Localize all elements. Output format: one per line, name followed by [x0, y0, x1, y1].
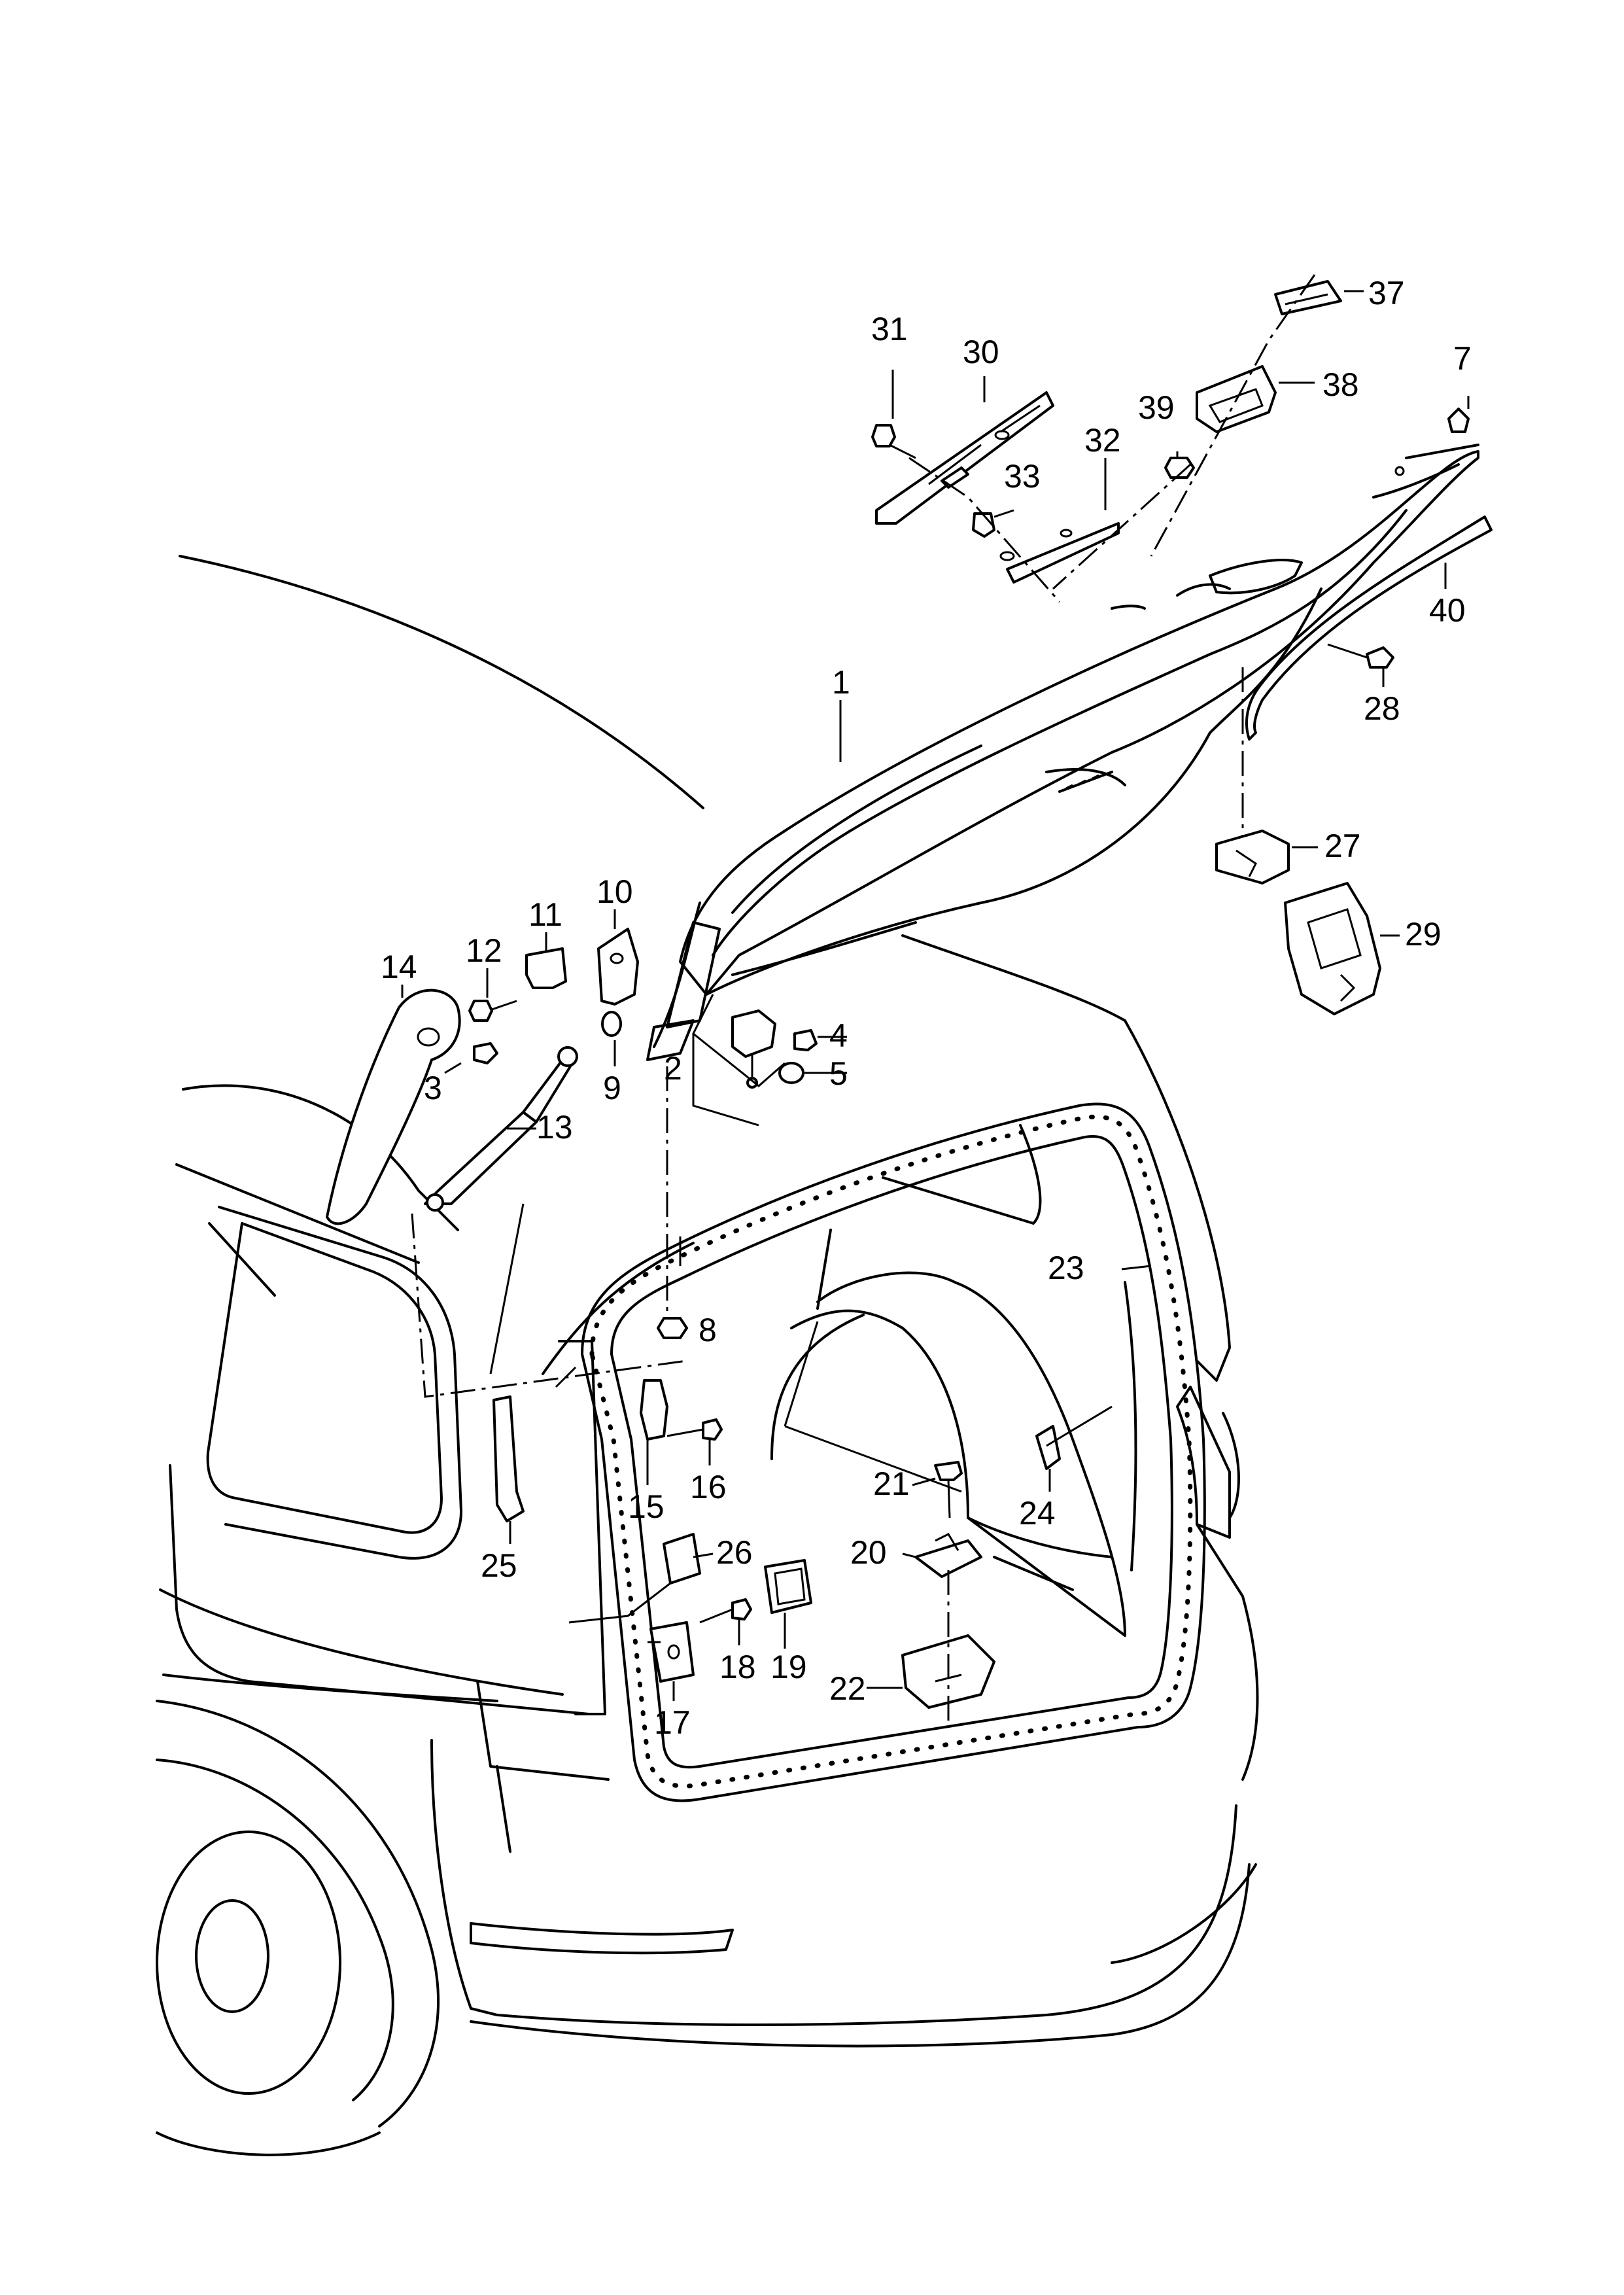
callout-31: 31	[871, 311, 908, 347]
callout-40: 40	[1429, 592, 1466, 629]
callout-27: 27	[1324, 828, 1361, 864]
callout-21: 21	[873, 1465, 910, 1502]
callout-11: 11	[528, 896, 562, 933]
spoiler-strip-40	[1245, 516, 1493, 741]
callout-17: 17	[654, 1704, 691, 1741]
callout-13: 13	[536, 1109, 573, 1146]
callout-23: 23	[1048, 1250, 1084, 1286]
small-parts	[326, 280, 1470, 1709]
callout-20: 20	[850, 1534, 887, 1571]
callout-7: 7	[1453, 340, 1472, 377]
callout-labels: 1 2 3 4 5 7 8 9 10 11 12 13 14 15 16 17 …	[381, 275, 1472, 1741]
callout-32: 32	[1084, 422, 1121, 459]
callout-18: 18	[719, 1649, 756, 1685]
callout-38: 38	[1322, 366, 1359, 403]
callout-3: 3	[424, 1070, 442, 1106]
callout-16: 16	[690, 1469, 727, 1505]
callout-28: 28	[1364, 690, 1400, 727]
cargo-interior	[770, 1124, 1137, 1637]
vehicle-body	[156, 555, 1259, 2156]
callout-8: 8	[699, 1312, 717, 1348]
callout-22: 22	[829, 1670, 866, 1707]
connection-lines	[411, 274, 1316, 1727]
tailgate-seal	[580, 1102, 1206, 1802]
callout-19: 19	[770, 1649, 807, 1685]
callout-10: 10	[596, 873, 633, 910]
callout-15: 15	[628, 1488, 665, 1525]
callout-1: 1	[832, 664, 850, 701]
callout-25: 25	[481, 1547, 517, 1584]
callout-39: 39	[1138, 389, 1175, 426]
callout-14: 14	[381, 949, 417, 985]
callout-2: 2	[664, 1050, 682, 1087]
callout-24: 24	[1019, 1495, 1056, 1532]
callout-26: 26	[716, 1534, 753, 1571]
callout-33: 33	[1004, 458, 1041, 495]
callout-12: 12	[466, 932, 502, 969]
callout-37: 37	[1368, 275, 1405, 311]
callout-5: 5	[829, 1055, 848, 1092]
callout-9: 9	[603, 1070, 621, 1106]
leader-lines	[401, 290, 1470, 1701]
callout-4: 4	[829, 1017, 848, 1054]
callout-30: 30	[963, 334, 999, 370]
callout-29: 29	[1405, 916, 1442, 953]
